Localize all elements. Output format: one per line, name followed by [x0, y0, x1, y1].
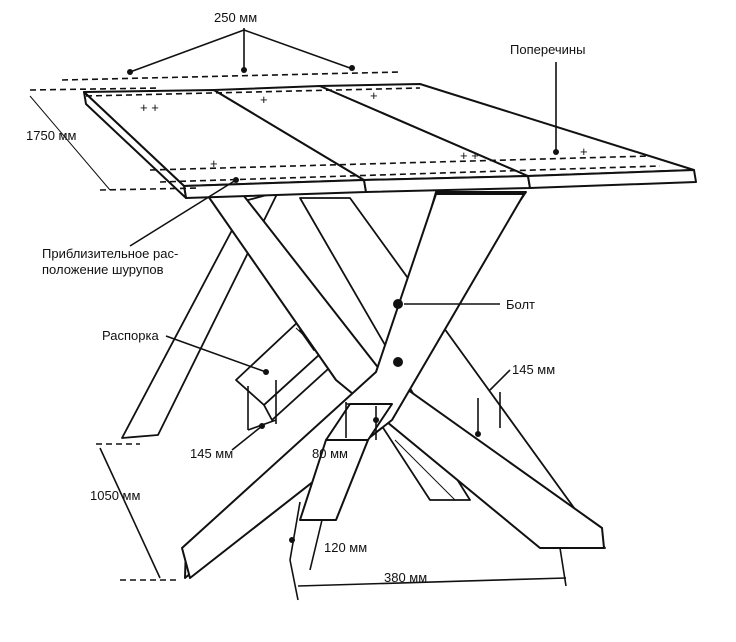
- label-leg-width: 145 мм: [512, 362, 555, 377]
- svg-text:+: +: [210, 156, 218, 171]
- dimension-120: 120 мм: [289, 501, 367, 571]
- screw-location-callout: Приблизительное рас- положение шурупов: [42, 177, 239, 277]
- dimension-145-brace: 145 мм: [190, 380, 277, 461]
- label-bolt: Болт: [506, 297, 535, 312]
- dimension-80: 80 мм: [312, 402, 379, 461]
- bolt-callout: Болт: [393, 297, 535, 367]
- label-slat-width: 250 мм: [214, 10, 257, 25]
- dimension-145-leg: 145 мм: [475, 362, 555, 437]
- svg-text:+ +: + +: [140, 100, 159, 115]
- brace-callout: Распорка: [102, 328, 269, 375]
- label-table-height: 1050 мм: [90, 488, 140, 503]
- dimension-1050: 1050 мм: [90, 443, 180, 581]
- label-offset-120: 120 мм: [324, 540, 367, 555]
- dimension-380: 380 мм: [289, 547, 567, 601]
- label-offset-80: 80 мм: [312, 446, 348, 461]
- bolt-lower: [393, 357, 403, 367]
- label-screw-location-1: Приблизительное рас-: [42, 246, 178, 261]
- svg-text:+ +: + +: [460, 148, 479, 163]
- label-crossbars: Поперечины: [510, 42, 585, 57]
- screw-markers: + + + + + + + +: [140, 88, 588, 171]
- dimension-250: 250 мм: [127, 10, 355, 75]
- crossbars-callout: Поперечины: [510, 42, 585, 155]
- label-table-length: 1750 мм: [26, 128, 76, 143]
- label-brace: Распорка: [102, 328, 159, 343]
- table-top: [83, 83, 697, 199]
- bolt-upper: [393, 299, 403, 309]
- label-screw-location-2: положение шурупов: [42, 262, 164, 277]
- crossbars: [29, 71, 661, 191]
- label-leg-spread: 380 мм: [384, 570, 427, 585]
- svg-text:+: +: [260, 92, 268, 107]
- label-brace-width: 145 мм: [190, 446, 233, 461]
- svg-text:+: +: [370, 88, 378, 103]
- svg-text:+: +: [580, 144, 588, 159]
- dimension-1750: 1750 мм: [26, 95, 111, 191]
